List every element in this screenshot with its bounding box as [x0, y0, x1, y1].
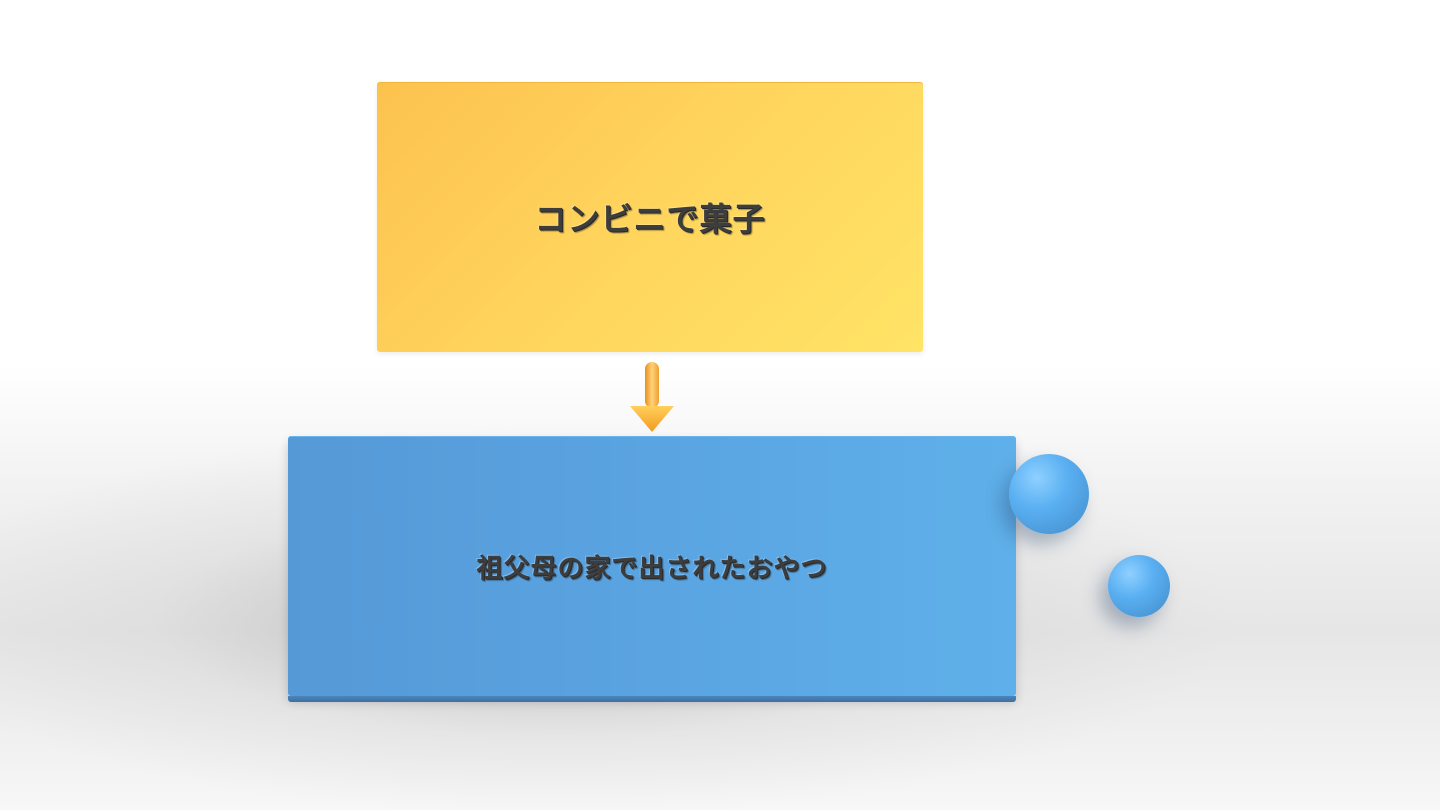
node-top-label: コンビニで菓子: [534, 200, 766, 238]
decorative-sphere-small: [1108, 555, 1170, 617]
decorative-sphere-large: [1009, 454, 1089, 534]
node-bottom: 祖父母の家で出されたおやつ: [288, 436, 1016, 702]
arrow-down-icon: [630, 362, 674, 432]
node-top: コンビニで菓子: [377, 82, 923, 352]
node-bottom-label: 祖父母の家で出されたおやつ: [476, 553, 828, 584]
